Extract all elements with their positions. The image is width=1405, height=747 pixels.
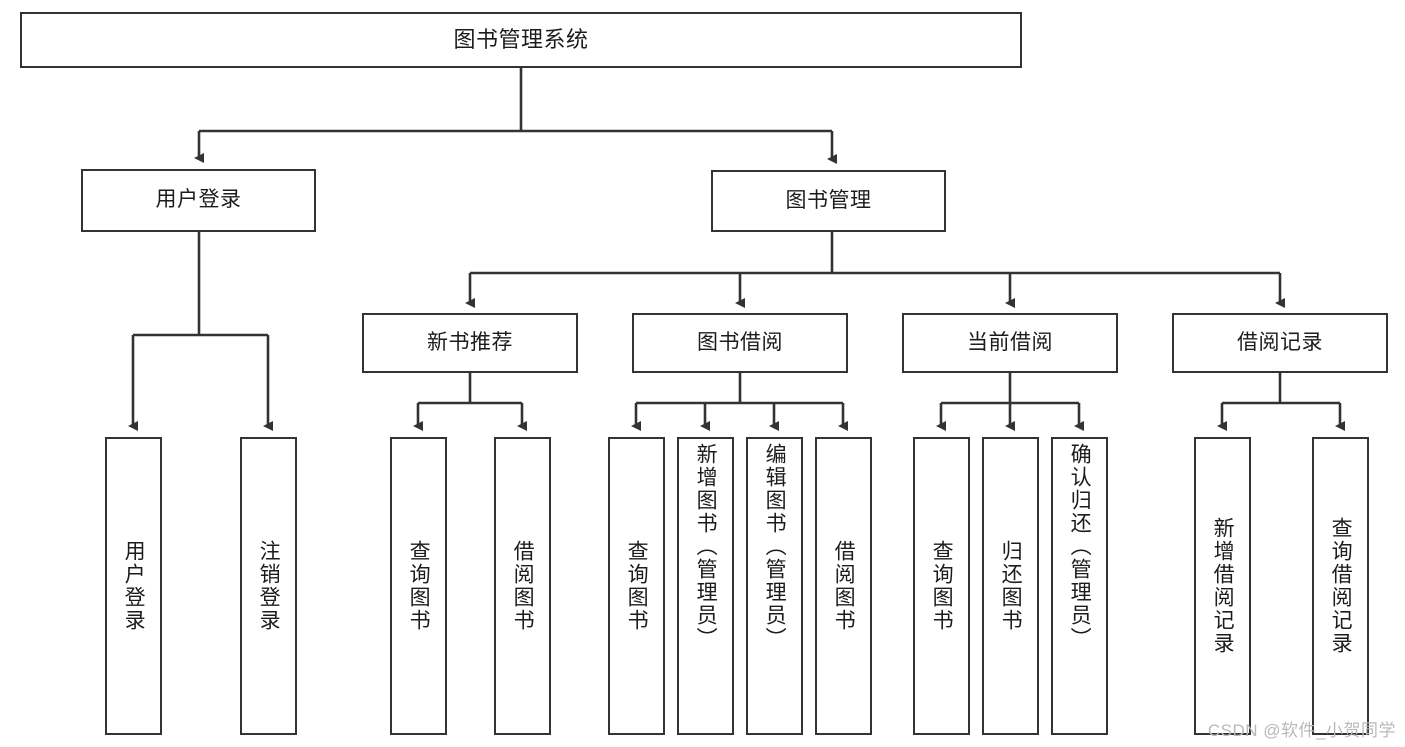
node-label-leaf-query-book-recommend: 查询图书 bbox=[407, 540, 431, 632]
node-leaf-user-login[interactable]: 用户登录 bbox=[105, 437, 162, 735]
node-label-leaf-query-book-current: 查询图书 bbox=[930, 540, 954, 632]
csdn-watermark: CSDN @软件_小贺同学 bbox=[1207, 721, 1396, 740]
node-leaf-user-logout[interactable]: 注销登录 bbox=[240, 437, 297, 735]
node-label-leaf-add-book: 新增图书（管理员） bbox=[694, 443, 718, 650]
node-label-book-borrow: 图书借阅 bbox=[697, 330, 783, 354]
node-borrow-record[interactable]: 借阅记录 bbox=[1172, 313, 1388, 373]
node-leaf-edit-book[interactable]: 编辑图书（管理员） bbox=[746, 437, 803, 735]
node-label-leaf-query-book-borrow: 查询图书 bbox=[625, 540, 649, 632]
node-label-leaf-borrow-book: 借阅图书 bbox=[832, 540, 856, 632]
node-leaf-add-book[interactable]: 新增图书（管理员） bbox=[677, 437, 734, 735]
node-label-root: 图书管理系统 bbox=[453, 27, 589, 53]
node-label-leaf-return-book: 归还图书 bbox=[999, 540, 1023, 632]
node-label-leaf-edit-book: 编辑图书（管理员） bbox=[763, 443, 787, 650]
node-label-leaf-add-borrow-record: 新增借阅记录 bbox=[1211, 517, 1235, 655]
node-label-leaf-user-logout: 注销登录 bbox=[257, 540, 281, 632]
node-label-user-login: 用户登录 bbox=[155, 188, 242, 212]
node-label-leaf-borrow-book-recommend: 借阅图书 bbox=[511, 540, 535, 632]
node-current-borrow[interactable]: 当前借阅 bbox=[902, 313, 1118, 373]
node-leaf-borrow-book[interactable]: 借阅图书 bbox=[815, 437, 872, 735]
node-leaf-query-book-borrow[interactable]: 查询图书 bbox=[608, 437, 665, 735]
node-leaf-query-borrow-record[interactable]: 查询借阅记录 bbox=[1312, 437, 1369, 735]
node-leaf-borrow-book-recommend[interactable]: 借阅图书 bbox=[494, 437, 551, 735]
node-label-current-borrow: 当前借阅 bbox=[967, 330, 1053, 354]
node-leaf-query-book-current[interactable]: 查询图书 bbox=[913, 437, 970, 735]
node-label-leaf-user-login: 用户登录 bbox=[122, 540, 146, 632]
node-leaf-query-book-recommend[interactable]: 查询图书 bbox=[390, 437, 447, 735]
node-leaf-confirm-return[interactable]: 确认归还（管理员） bbox=[1051, 437, 1108, 735]
node-book-management[interactable]: 图书管理 bbox=[711, 170, 946, 232]
node-label-new-book-recommend: 新书推荐 bbox=[427, 330, 513, 354]
node-leaf-add-borrow-record[interactable]: 新增借阅记录 bbox=[1194, 437, 1251, 735]
node-leaf-return-book[interactable]: 归还图书 bbox=[982, 437, 1039, 735]
node-label-leaf-confirm-return: 确认归还（管理员） bbox=[1068, 443, 1092, 650]
node-book-borrow[interactable]: 图书借阅 bbox=[632, 313, 848, 373]
node-root-book-management-system[interactable]: 图书管理系统 bbox=[20, 12, 1022, 68]
node-label-borrow-record: 借阅记录 bbox=[1237, 330, 1323, 354]
node-new-book-recommend[interactable]: 新书推荐 bbox=[362, 313, 578, 373]
node-label-leaf-query-borrow-record: 查询借阅记录 bbox=[1329, 517, 1353, 655]
node-label-book-management: 图书管理 bbox=[785, 188, 872, 212]
node-user-login[interactable]: 用户登录 bbox=[81, 169, 316, 232]
